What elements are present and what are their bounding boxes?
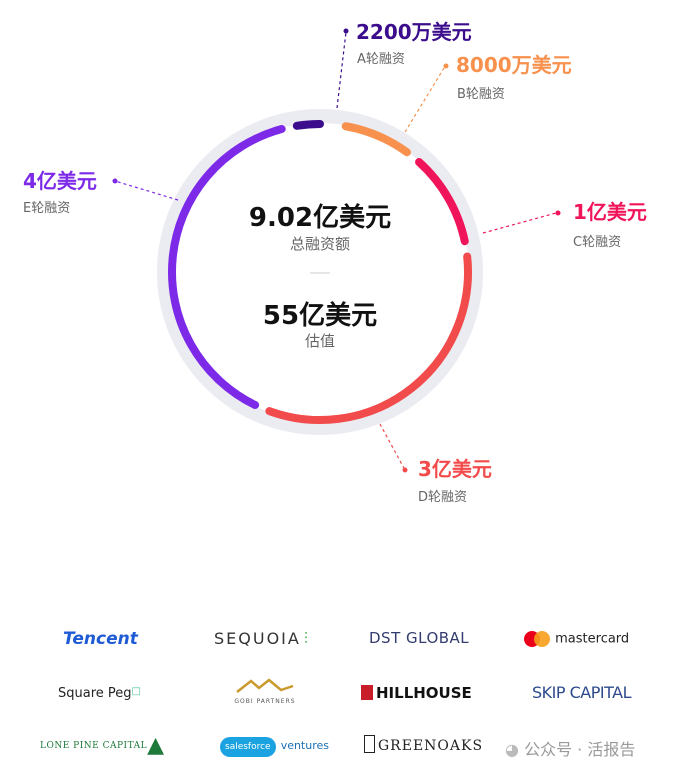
logo-salesforce-ventures: salesforce ventures: [220, 734, 329, 757]
watermark-text: 公众号 · 活报告: [524, 740, 636, 759]
logo-greenoaks-text: GREENOAKS: [378, 738, 484, 754]
round-label-e: E轮融资: [23, 201, 70, 216]
segment-a-round: [292, 120, 324, 130]
logo-mastercard: mastercard: [523, 630, 629, 648]
logo-skip-capital: SKIP CAPITAL: [532, 683, 631, 702]
logo-gobi-partners: GOBI PARTNERS: [230, 678, 300, 705]
logo-mastercard-text: mastercard: [555, 631, 630, 647]
amount-label-d: 3亿美元: [418, 457, 492, 481]
amount-label-a: 2200万美元: [356, 20, 472, 44]
greenoaks-mark-icon: [364, 735, 375, 753]
logo-square-peg-text: Square Peg: [58, 686, 132, 701]
logo-ventures-text: ventures: [280, 739, 330, 752]
amount-label-b: 8000万美元: [456, 53, 572, 77]
gobi-mountain-icon: [236, 678, 294, 693]
leader-line-e: [114, 180, 179, 201]
square-peg-icon: □: [131, 686, 141, 697]
hillhouse-mark-icon: [361, 685, 373, 700]
logo-tencent: Tencent: [63, 629, 138, 649]
wechat-icon: ◕: [505, 740, 519, 759]
logo-greenoaks: GREENOAKS: [364, 735, 483, 754]
pine-tree-icon: ▲: [147, 733, 165, 758]
watermark: ◕ 公众号 · 活报告: [505, 736, 635, 760]
dot-a: [343, 28, 349, 34]
logo-square-peg: Square Peg□: [58, 686, 141, 701]
valuation-value: 55亿美元: [263, 300, 377, 331]
salesforce-cloud-icon: salesforce: [220, 737, 276, 757]
dot-b: [443, 63, 449, 69]
dot-e: [112, 178, 118, 184]
segment-c-round: [415, 158, 469, 246]
logo-lone-pine-text: LONE PINE CAPITAL: [40, 741, 148, 751]
total-label: 总融资额: [290, 235, 350, 253]
leader-line-d: [379, 423, 406, 471]
leader-line-c: [482, 212, 557, 234]
funding-donut-chart: 2200万美元 A轮融资 8000万美元 B轮融资 1亿美元 C轮融资 3亿美元…: [23, 20, 647, 505]
round-label-c: C轮融资: [573, 235, 621, 250]
segment-d-round: [265, 252, 472, 424]
logo-sequoia-text: SEQUOIA: [214, 629, 301, 648]
dot-d: [402, 467, 408, 473]
round-label-d: D轮融资: [418, 490, 467, 505]
donut-outer-ring: [157, 109, 483, 435]
logo-sequoia: SEQUOIA⫶: [214, 629, 310, 649]
donut-inner-bg: [178, 130, 462, 414]
segment-b-round: [341, 122, 411, 157]
logo-gobi-text: GOBI PARTNERS: [234, 698, 296, 705]
segment-e-round: [168, 125, 286, 410]
leader-line-b: [404, 67, 445, 133]
amount-label-c: 1亿美元: [573, 200, 647, 224]
sequoia-leaf-icon: ⫶: [303, 629, 310, 648]
round-label-b: B轮融资: [457, 87, 505, 102]
amount-label-e: 4亿美元: [23, 169, 97, 193]
dot-c: [555, 210, 561, 216]
logo-lone-pine: LONE PINE CAPITAL▲: [40, 733, 164, 758]
logo-hillhouse: HILLHOUSE: [361, 684, 472, 702]
mastercard-circles-icon: [524, 631, 550, 647]
round-label-a: A轮融资: [357, 52, 405, 67]
total-value: 9.02亿美元: [249, 202, 391, 233]
logo-hillhouse-text: HILLHOUSE: [376, 684, 472, 702]
logo-dst-global: DST GLOBAL: [369, 629, 470, 647]
valuation-label: 估值: [305, 332, 335, 350]
leader-line-a: [336, 31, 347, 109]
